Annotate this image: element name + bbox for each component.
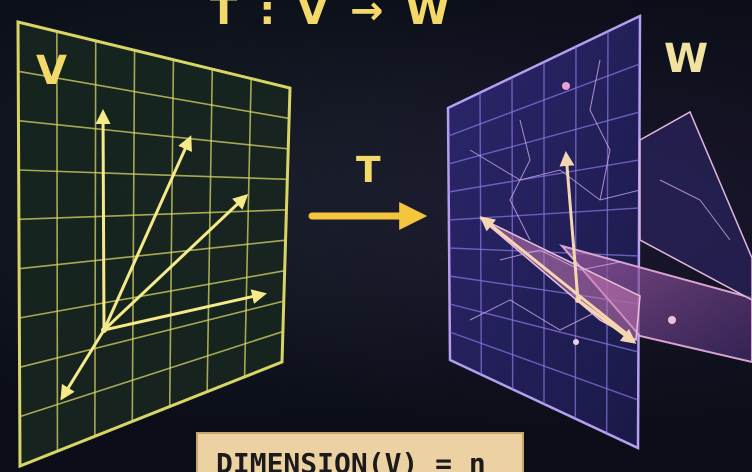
v-gridline-vertical <box>131 50 136 422</box>
v-origin-dot <box>101 327 107 333</box>
v-gridline-horizontal <box>18 208 287 221</box>
v-vector-3 <box>102 193 249 332</box>
v-vector-2 <box>102 135 192 331</box>
w-point-4 <box>573 339 579 345</box>
v-gridline-vertical <box>56 31 59 452</box>
vector-space-w-plane <box>446 14 752 450</box>
v-vector-1 <box>95 109 111 331</box>
v-plane-grid <box>18 31 290 452</box>
v-gridline-horizontal <box>18 119 289 150</box>
map-t-label: T <box>356 150 381 191</box>
v-vector-5 <box>60 329 106 401</box>
dimension-caption-box <box>196 432 524 472</box>
w-vector-1 <box>479 216 633 340</box>
v-gridline-vertical <box>94 40 97 437</box>
w-vectors <box>479 82 676 345</box>
v-gridline-horizontal <box>18 70 290 120</box>
w-crack-lines <box>469 59 731 331</box>
diagram-title: T : V → W <box>210 0 454 34</box>
v-gridline-vertical <box>168 59 175 407</box>
w-gridline-vertical <box>574 46 577 419</box>
w-gridline-horizontal <box>449 303 639 353</box>
v-vector-4 <box>103 289 267 332</box>
dimension-caption: DIMENSION(V) = n <box>216 447 486 472</box>
v-gridline-horizontal <box>19 330 284 418</box>
w-vector-2 <box>559 151 580 301</box>
vector-space-v-plane <box>16 20 292 469</box>
w-gridline-horizontal <box>448 159 640 193</box>
v-gridline-horizontal <box>19 300 284 369</box>
w-vector-3 <box>577 298 637 344</box>
w-side-plane <box>639 110 752 301</box>
w-gridline-vertical <box>605 31 609 434</box>
w-point-3 <box>575 297 581 303</box>
w-gridline-horizontal <box>449 331 639 401</box>
w-gridline-horizontal <box>447 63 641 137</box>
space-w-label: W <box>664 36 709 82</box>
space-v-label: V <box>36 48 67 94</box>
w-gridline-horizontal <box>448 111 640 165</box>
v-gridline-horizontal <box>18 169 288 181</box>
v-gridline-horizontal <box>19 269 285 319</box>
w-point-1 <box>562 82 570 90</box>
w-point-2 <box>668 316 676 324</box>
v-gridline-horizontal <box>19 239 286 270</box>
v-vectors <box>60 109 267 401</box>
w-gridline-vertical <box>479 92 483 375</box>
v-gridline-vertical <box>243 78 252 377</box>
